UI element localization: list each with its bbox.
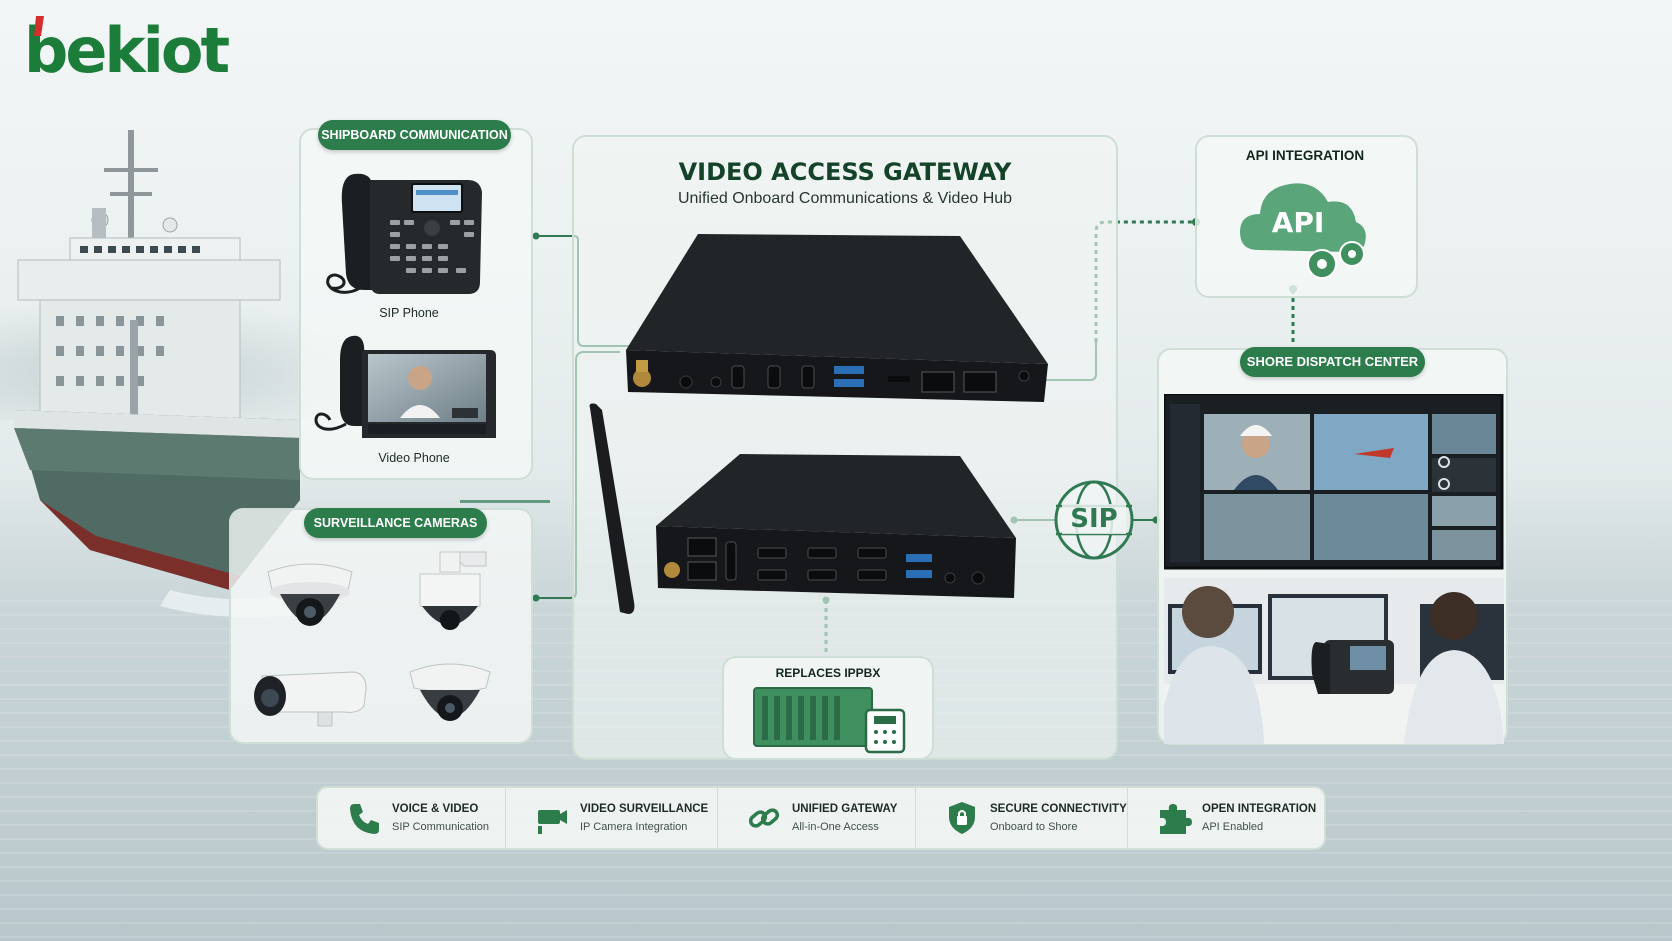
sip-phone-image[interactable] xyxy=(320,164,490,306)
dome-camera-1-image[interactable] xyxy=(262,552,358,642)
ptz-camera-image[interactable] xyxy=(410,548,490,642)
sip-badge-text: SIP xyxy=(1062,504,1126,534)
shipboard-communication-label: SHIPBOARD COMMUNICATION xyxy=(318,120,511,150)
feature-unified-gateway-sub: All-in-One Access xyxy=(792,821,879,833)
bekiot-logo: bekiot xyxy=(24,14,254,84)
surveillance-cameras-label: SURVEILLANCE CAMERAS xyxy=(304,508,487,538)
puzzle-icon xyxy=(1160,804,1192,834)
feature-open-integration-sub: API Enabled xyxy=(1202,821,1264,833)
feature-unified-gateway: UNIFIED GATEWAY All-in-One Access xyxy=(718,788,916,848)
replaces-ippbx-label: REPLACES IPPBX xyxy=(775,666,881,680)
feature-video-surveillance-sub: IP Camera Integration xyxy=(580,821,688,833)
ippbx-hardware-icon xyxy=(753,687,906,754)
logo-red-mark xyxy=(34,16,44,36)
gateway-device-rear-image[interactable] xyxy=(588,402,1028,622)
feature-secure-connectivity: SECURE CONNECTIVITY Onboard to Shore xyxy=(916,788,1128,848)
sip-phone-caption: SIP Phone xyxy=(379,306,439,320)
feature-bar: VOICE & VIDEO SIP Communication VIDEO SU… xyxy=(316,786,1326,850)
cargo-ship-image xyxy=(14,130,330,618)
camera-icon xyxy=(538,810,567,834)
video-phone-caption: Video Phone xyxy=(378,451,450,465)
logo-wordmark: bekiot xyxy=(24,14,230,87)
shield-lock-icon xyxy=(949,802,975,834)
api-badge-text: API xyxy=(1271,206,1325,239)
feature-secure-connectivity-label: SECURE CONNECTIVITY xyxy=(990,803,1127,815)
api-cloud-gear-icon xyxy=(1240,183,1366,279)
feature-open-integration-label: OPEN INTEGRATION xyxy=(1202,803,1317,815)
phone-icon xyxy=(350,804,379,834)
bullet-camera-image[interactable] xyxy=(248,666,372,730)
feature-video-surveillance-label: VIDEO SURVEILLANCE xyxy=(580,803,709,815)
video-phone-image[interactable] xyxy=(312,330,498,446)
link-icon xyxy=(748,808,780,828)
gateway-title: VIDEO ACCESS GATEWAY xyxy=(678,158,1012,186)
feature-secure-connectivity-sub: Onboard to Shore xyxy=(990,821,1078,833)
feature-voice-video-sub: SIP Communication xyxy=(392,821,490,833)
feature-unified-gateway-label: UNIFIED GATEWAY xyxy=(792,803,898,815)
api-integration-label: API INTEGRATION xyxy=(1245,148,1365,163)
feature-video-surveillance: VIDEO SURVEILLANCE IP Camera Integration xyxy=(506,788,718,848)
gateway-subtitle: Unified Onboard Communications & Video H… xyxy=(677,190,1013,207)
shore-dispatch-center-label: SHORE DISPATCH CENTER xyxy=(1240,347,1425,377)
feature-voice-video: VOICE & VIDEO SIP Communication xyxy=(318,788,506,848)
dome-camera-2-image[interactable] xyxy=(404,654,496,736)
dispatch-center-scene-image[interactable] xyxy=(1164,394,1504,744)
gateway-device-front-image[interactable] xyxy=(624,232,1050,410)
feature-open-integration: OPEN INTEGRATION API Enabled xyxy=(1128,788,1324,848)
feature-voice-video-label: VOICE & VIDEO xyxy=(392,803,479,815)
